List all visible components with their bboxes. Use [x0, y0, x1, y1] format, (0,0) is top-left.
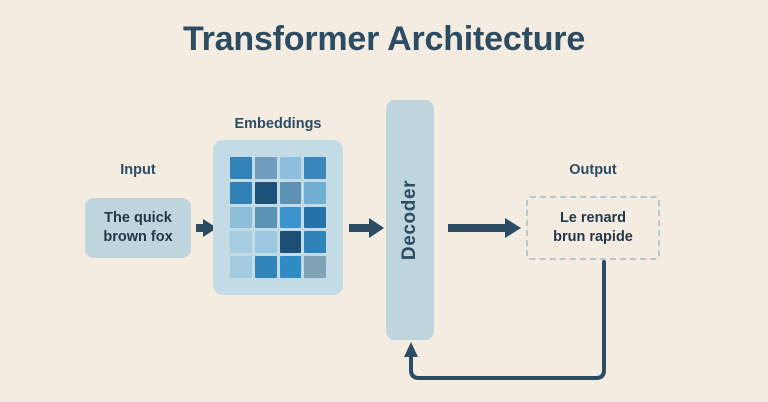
embeddings-caption: Embeddings [234, 116, 322, 132]
embedding-cell-r4-c4 [304, 231, 326, 254]
embedding-cell-r3-c1 [230, 206, 252, 229]
decoder-block[interactable]: Decoder [386, 100, 434, 340]
embedding-cell-r1-c4 [304, 157, 326, 179]
input-text: The quick brown fox [103, 210, 173, 245]
decoder-label: Decoder [399, 179, 420, 261]
embedding-cell-r1-c2 [254, 157, 277, 179]
page-title: Transformer Architecture [182, 20, 586, 58]
output-block[interactable]: Le renard brun rapide [526, 196, 660, 260]
embedding-cell-r5-c4 [304, 256, 326, 278]
embedding-cell-r2-c3 [279, 181, 302, 204]
embedding-cell-r5-c3 [279, 256, 302, 278]
embedding-cell-r4-c3 [279, 231, 302, 254]
embeddings-panel[interactable] [213, 140, 343, 295]
embedding-cell-r2-c4 [304, 181, 326, 204]
embedding-cell-r5-c1 [230, 256, 252, 278]
input-block[interactable]: The quick brown fox [85, 198, 191, 258]
embedding-cell-r3-c2 [254, 206, 277, 229]
embedding-cell-r5-c2 [254, 256, 277, 278]
embeddings-grid [230, 157, 326, 278]
arrow-feedback-loop [404, 260, 606, 380]
arrow-embeddings-to-decoder [349, 218, 384, 238]
embedding-cell-r3-c3 [279, 206, 302, 229]
embedding-cell-r4-c2 [254, 231, 277, 254]
output-text: Le renard brun rapide [553, 210, 633, 245]
arrow-decoder-to-output [448, 218, 521, 238]
embedding-cell-r1-c3 [279, 157, 302, 179]
input-caption: Input [120, 162, 156, 178]
embedding-cell-r4-c1 [230, 231, 252, 254]
embedding-cell-r3-c4 [304, 206, 326, 229]
embedding-cell-r1-c1 [230, 157, 252, 179]
embedding-cell-r2-c2 [254, 181, 277, 204]
output-caption: Output [569, 162, 617, 178]
embedding-cell-r2-c1 [230, 181, 252, 204]
